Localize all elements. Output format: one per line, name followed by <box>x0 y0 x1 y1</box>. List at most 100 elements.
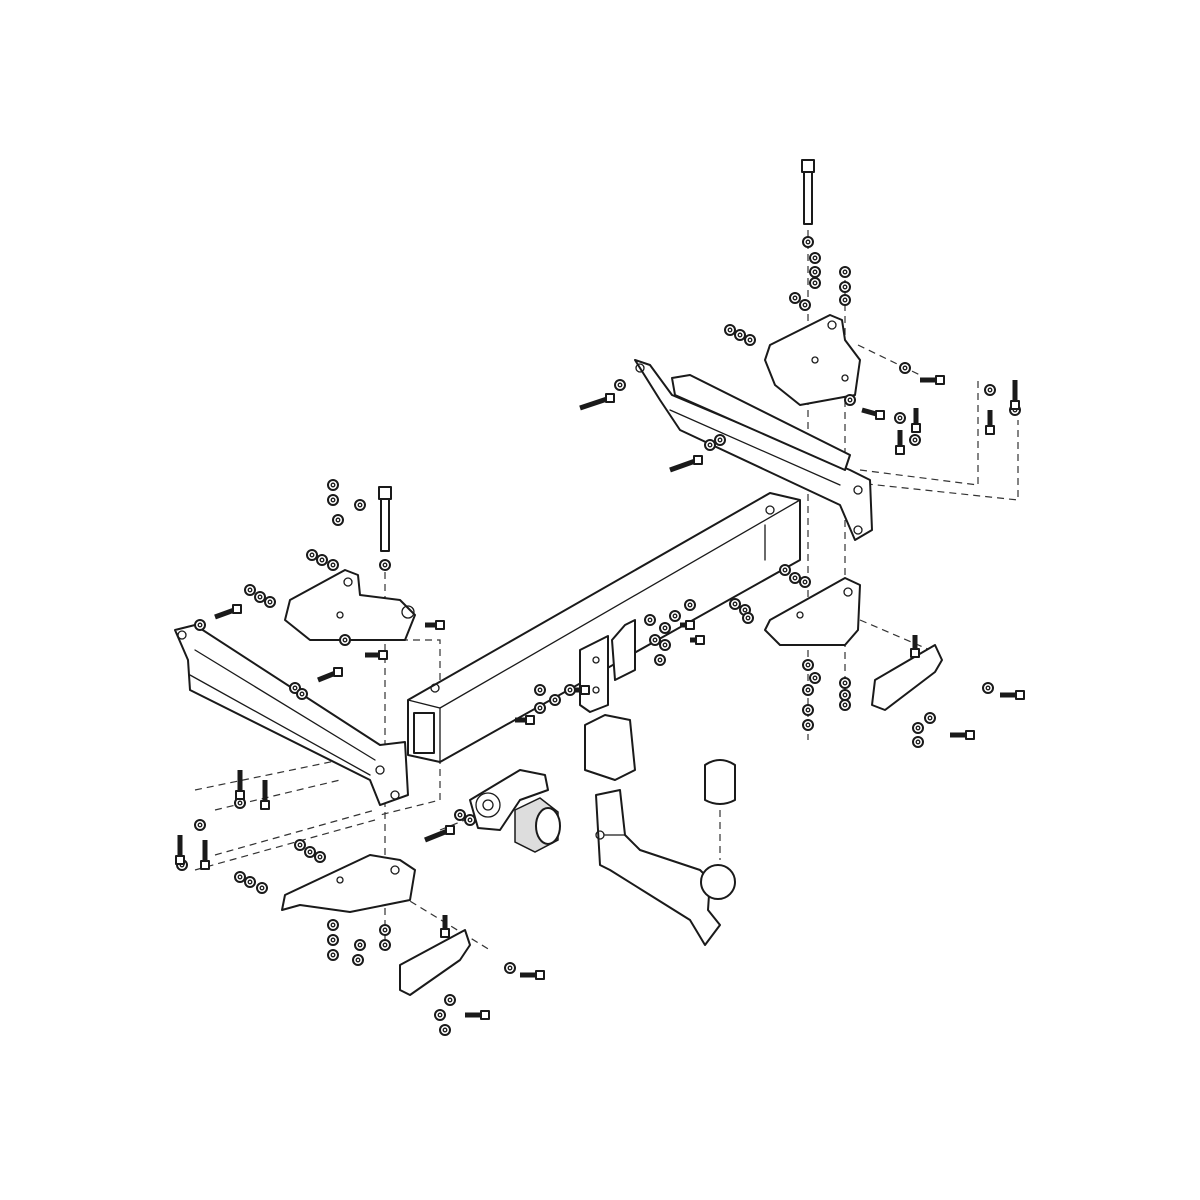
washer-icon <box>802 236 814 248</box>
tow-ball-neck <box>584 714 736 946</box>
washer-icon <box>742 612 754 624</box>
electrical-socket <box>469 769 561 853</box>
washer-icon <box>984 384 996 396</box>
washer-hole <box>342 637 348 643</box>
washer-icon <box>799 299 811 311</box>
washer-icon <box>684 599 696 611</box>
bolt-head <box>985 425 995 435</box>
washer-hole <box>297 842 303 848</box>
washer-hole <box>309 552 315 558</box>
washer-hole <box>357 502 363 508</box>
washer-hole <box>812 280 818 286</box>
washer-hole <box>382 942 388 948</box>
bolt-head <box>440 928 450 938</box>
washer-hole <box>842 702 848 708</box>
washer-icon <box>294 839 306 851</box>
washer-icon <box>339 634 351 646</box>
bolt-head <box>260 800 270 810</box>
washer-icon <box>296 688 308 700</box>
washer-hole <box>745 615 751 621</box>
washer-icon <box>912 722 924 734</box>
washer-icon <box>314 851 326 863</box>
washer-icon <box>899 362 911 374</box>
washer-icon <box>194 619 206 631</box>
washer-icon <box>982 682 994 694</box>
washer-hole <box>842 297 848 303</box>
washer-icon <box>327 559 339 571</box>
left-upper-plate <box>284 569 416 641</box>
bolt-head <box>1010 400 1020 410</box>
bolt-head <box>235 790 245 800</box>
washer-icon <box>734 329 746 341</box>
main-crossbar <box>407 492 801 763</box>
bolt-head <box>175 855 185 865</box>
washer-icon <box>244 876 256 888</box>
washer-hole <box>467 817 473 823</box>
washer-icon <box>839 689 851 701</box>
bolt-head <box>910 648 920 658</box>
bolt-head <box>605 393 615 403</box>
washer-icon <box>444 994 456 1006</box>
washer-icon <box>802 719 814 731</box>
washer-hole <box>457 812 463 818</box>
washer-hole <box>802 302 808 308</box>
washer-icon <box>614 379 626 391</box>
washer-icon <box>659 639 671 651</box>
washer-icon <box>244 584 256 596</box>
washer-hole <box>842 269 848 275</box>
washer-icon <box>839 281 851 293</box>
washer-icon <box>839 699 851 711</box>
right-lower-plate <box>764 577 861 646</box>
bolt-head <box>378 650 388 660</box>
washer-hole <box>299 691 305 697</box>
ball-neck-receiver <box>584 714 636 781</box>
washer-hole <box>319 557 325 563</box>
washer-icon <box>332 514 344 526</box>
washer-hole <box>985 685 991 691</box>
washer-icon <box>799 576 811 588</box>
bolt-head <box>1015 690 1025 700</box>
bolt-head <box>200 860 210 870</box>
washer-hole <box>792 295 798 301</box>
long-bolts <box>378 159 815 552</box>
washer-hole <box>707 442 713 448</box>
ball-cap <box>704 759 736 805</box>
bolt-head <box>535 970 545 980</box>
washer-hole <box>537 705 543 711</box>
washer-hole <box>687 602 693 608</box>
washer-hole <box>330 562 336 568</box>
washer-icon <box>802 684 814 696</box>
washer-icon <box>439 1024 451 1036</box>
washer-icon <box>327 494 339 506</box>
washer-hole <box>330 482 336 488</box>
washer-hole <box>805 239 811 245</box>
washer-hole <box>987 387 993 393</box>
washer-icon <box>809 266 821 278</box>
washer-icon <box>912 736 924 748</box>
washer-icon <box>564 684 576 696</box>
washer-hole <box>842 692 848 698</box>
washer-hole <box>292 685 298 691</box>
washer-icon <box>809 672 821 684</box>
washer-icon <box>809 277 821 289</box>
washer-hole <box>662 625 668 631</box>
bolt-head <box>435 620 445 630</box>
washer-hole <box>802 579 808 585</box>
bolt-head <box>445 825 455 835</box>
washer-hole <box>732 601 738 607</box>
bolt-head <box>895 445 905 455</box>
washer-icon <box>352 954 364 966</box>
washer-icon <box>327 934 339 946</box>
washer-hole <box>197 822 203 828</box>
washer-hole <box>330 937 336 943</box>
washer-icon <box>379 939 391 951</box>
center-mount-plates <box>579 619 636 713</box>
washer-icon <box>194 819 206 831</box>
washer-icon <box>802 704 814 716</box>
washer-hole <box>842 284 848 290</box>
washer-icon <box>264 596 276 608</box>
washer-hole <box>330 952 336 958</box>
washer-hole <box>805 687 811 693</box>
washer-hole <box>507 965 513 971</box>
washer-hole <box>647 617 653 623</box>
